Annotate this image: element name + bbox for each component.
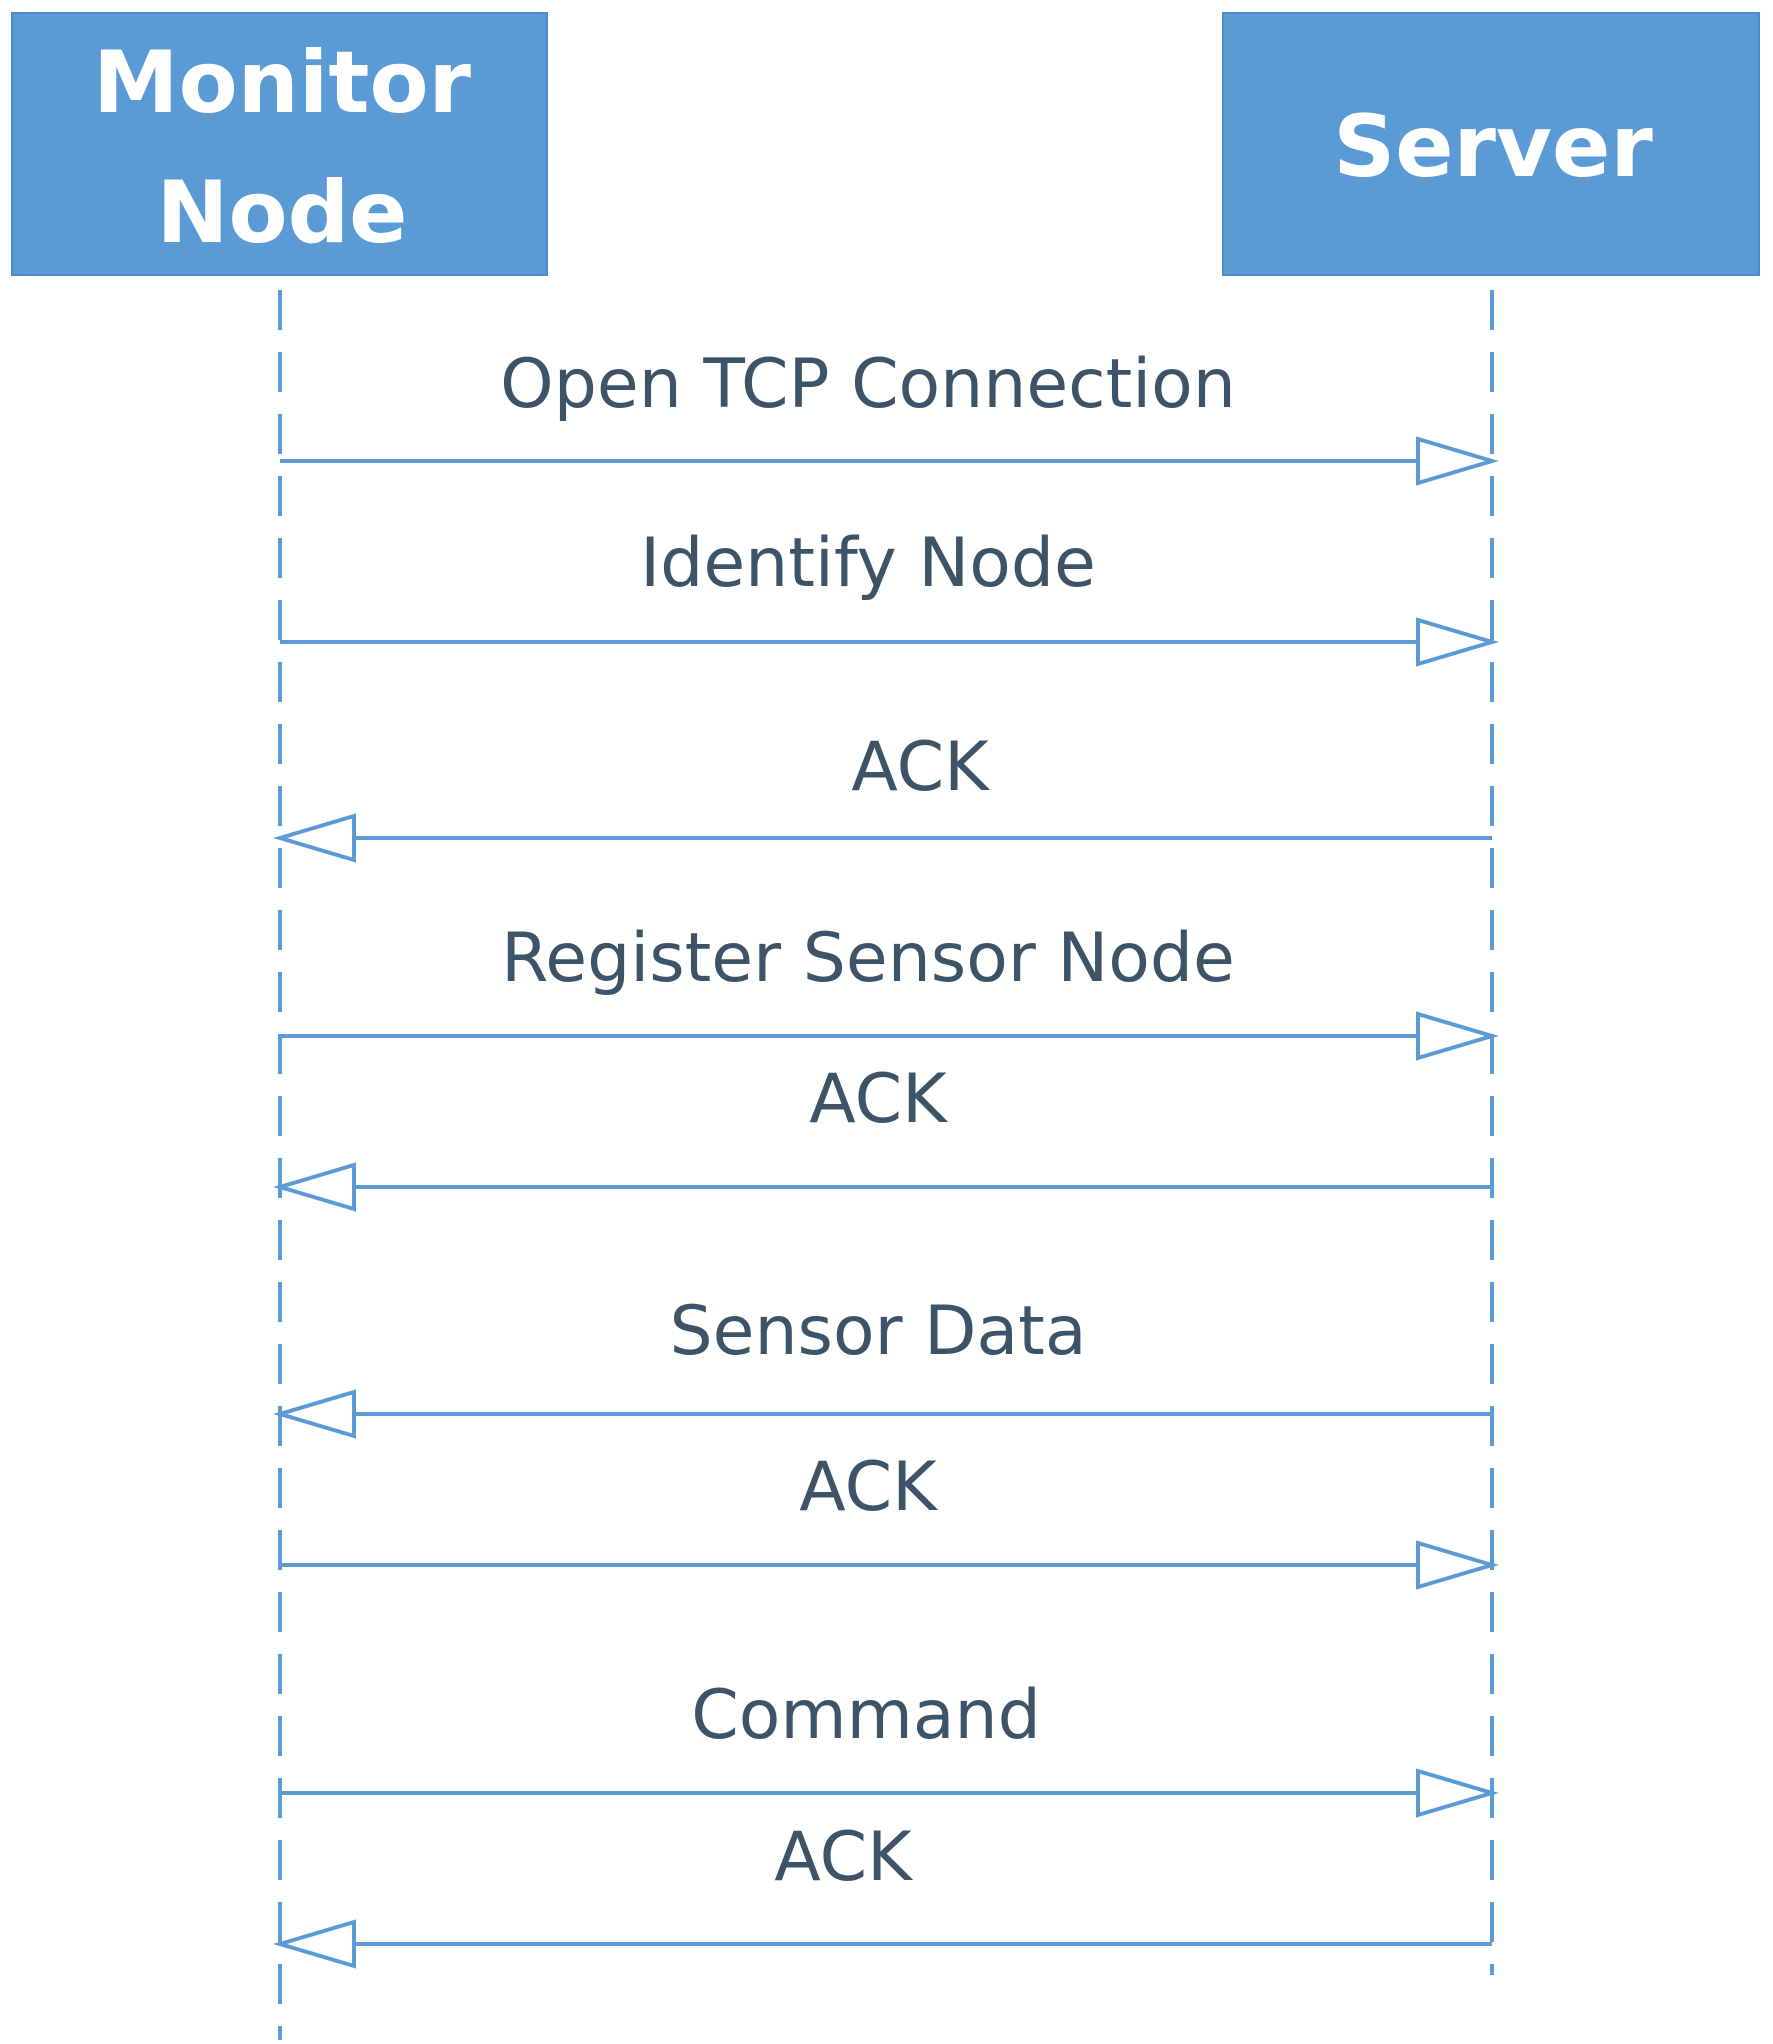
message: Sensor Data [272,1292,1492,1439]
message-arrowhead [272,1162,356,1212]
message-arrowhead [1416,1768,1500,1818]
participant-server: Server [1222,12,1760,276]
message: ACK [272,728,1492,863]
participant-box-monitor [11,12,548,276]
message-arrowhead [1416,1011,1500,1061]
message-arrowhead [272,813,356,863]
message-label: Identify Node [640,524,1096,603]
participant-label-monitor-line2: Node [157,163,408,263]
message-arrowhead [1416,617,1500,667]
message: Open TCP Connection [280,345,1500,486]
message-label: Register Sensor Node [501,919,1235,998]
message-label: ACK [851,728,991,807]
message-label: Sensor Data [669,1292,1086,1371]
message: ACK [272,1818,1492,1969]
message: Register Sensor Node [280,919,1500,1061]
participant-monitor-node: Monitor Node [11,12,548,276]
message-list: Open TCP Connection Identify Node ACK Re… [272,345,1500,1969]
message: ACK [272,1060,1492,1212]
message-arrowhead [1416,436,1500,486]
message-label: ACK [774,1818,914,1897]
participant-label-server: Server [1333,97,1653,197]
message-arrowhead [272,1919,356,1969]
participant-label-monitor-line1: Monitor [93,33,472,133]
message-label: ACK [799,1448,939,1527]
message-arrowhead [272,1389,356,1439]
message-arrowhead [1416,1540,1500,1590]
message: ACK [280,1448,1500,1590]
message-label: Command [691,1676,1041,1755]
participant-box-server [1222,12,1760,276]
message: Identify Node [280,524,1500,667]
message-label: Open TCP Connection [500,345,1236,424]
message-label: ACK [809,1060,949,1139]
message: Command [280,1676,1500,1818]
